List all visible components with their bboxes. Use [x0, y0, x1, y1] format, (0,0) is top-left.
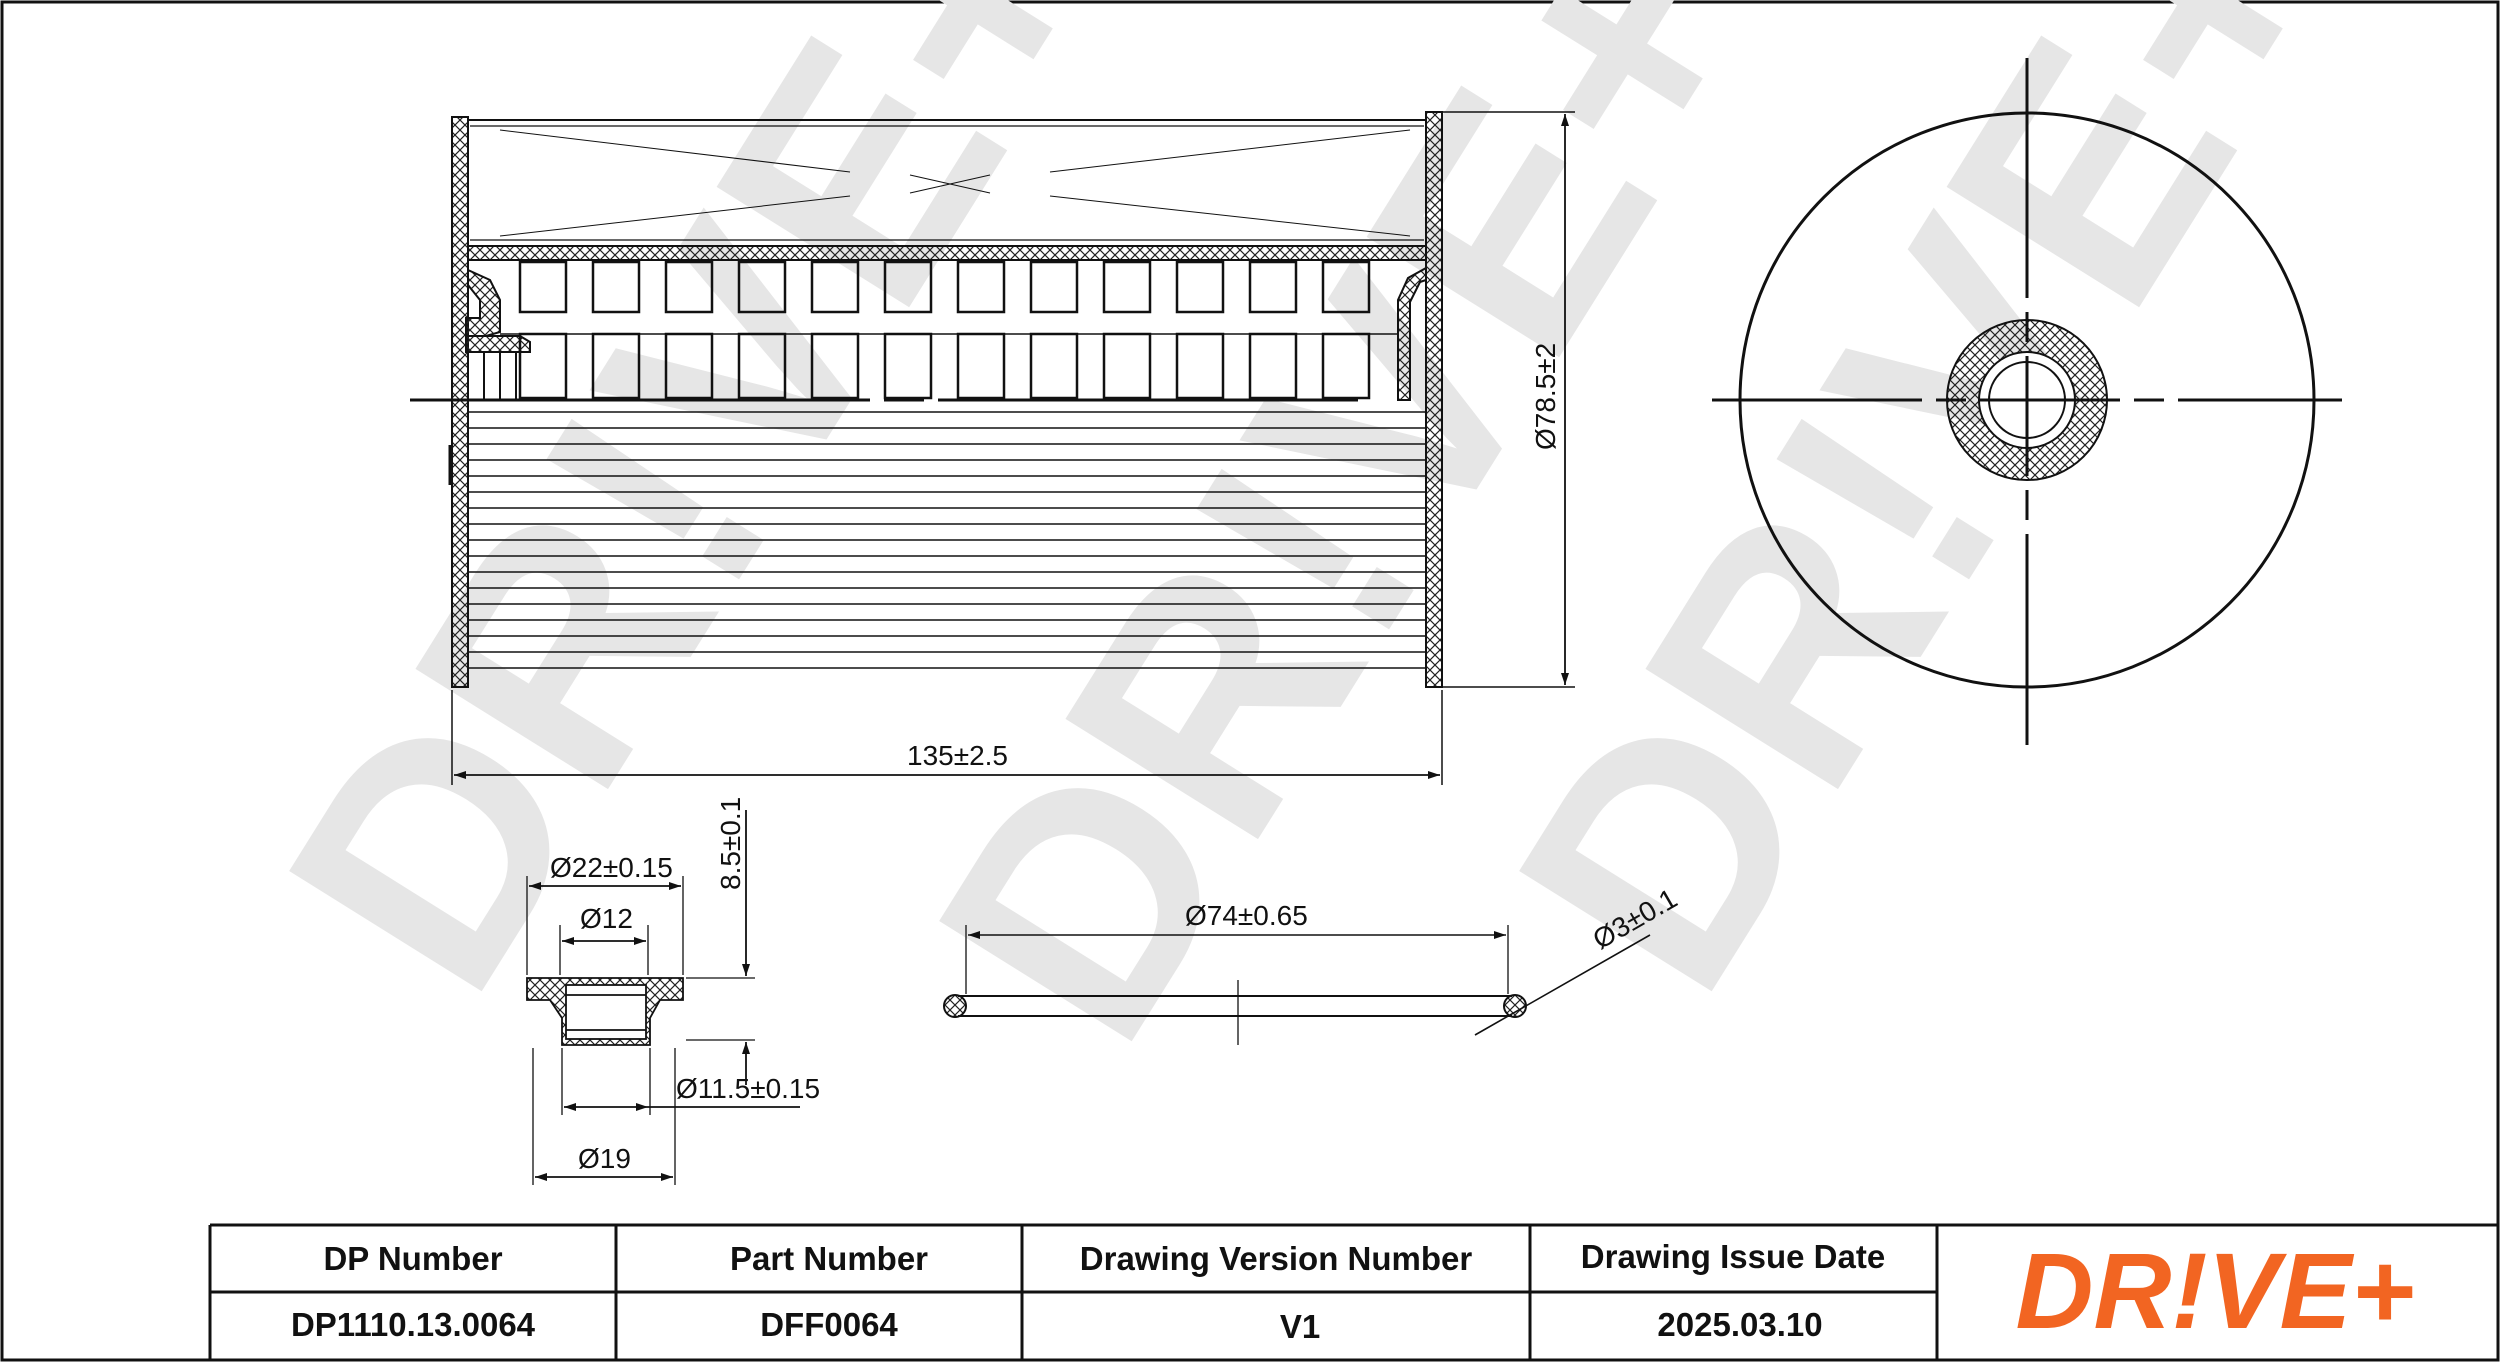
- oring-left-section: [943, 994, 967, 1018]
- seal-inner-diameter-label: Ø12: [580, 903, 633, 934]
- body-diameter-label: Ø78.5±2: [1530, 343, 1561, 450]
- title-table: [208, 1223, 2498, 1360]
- oring-diameter-label: Ø74±0.65: [1185, 900, 1308, 931]
- oring-detail: [943, 925, 1651, 1045]
- value-dp-number: DP1110.13.0064: [291, 1306, 536, 1343]
- value-issue-date: 2025.03.10: [1657, 1306, 1822, 1343]
- left-end-cap: [451, 116, 469, 688]
- header-dp-number: DP Number: [323, 1240, 502, 1277]
- seal-base-diameter-label: Ø19: [578, 1143, 631, 1174]
- seal-detail: [526, 810, 800, 1185]
- brand-logo: DR!VE+: [2015, 1230, 2414, 1351]
- right-end-cap: [1425, 111, 1443, 688]
- header-drawing-version: Drawing Version Number: [1080, 1240, 1473, 1277]
- oring-section-dim-line: [1474, 934, 1651, 1036]
- value-drawing-version: V1: [1280, 1308, 1320, 1345]
- filter-end-view: [1712, 58, 2342, 745]
- seal-outer-diameter-label: Ø22±0.15: [550, 852, 673, 883]
- inner-seal-band: [467, 245, 1427, 261]
- oring-right-section: [1503, 994, 1527, 1018]
- watermarks: DR!VE+ DR!VE+ DR!VE+: [216, 0, 2405, 1097]
- seal-bore-diameter-label: Ø11.5±0.15: [676, 1073, 820, 1104]
- header-issue-date: Drawing Issue Date: [1581, 1238, 1885, 1275]
- filter-side-view: [410, 111, 1575, 785]
- center-tube-windows: [518, 260, 1371, 400]
- value-part-number: DFF0064: [760, 1306, 898, 1343]
- header-part-number: Part Number: [730, 1240, 928, 1277]
- filter-pleats: [468, 411, 1426, 669]
- body-length-label: 135±2.5: [907, 740, 1008, 771]
- seal-height-label: 8.5±0.1: [715, 797, 746, 890]
- right-seal-profile: [1397, 246, 1427, 401]
